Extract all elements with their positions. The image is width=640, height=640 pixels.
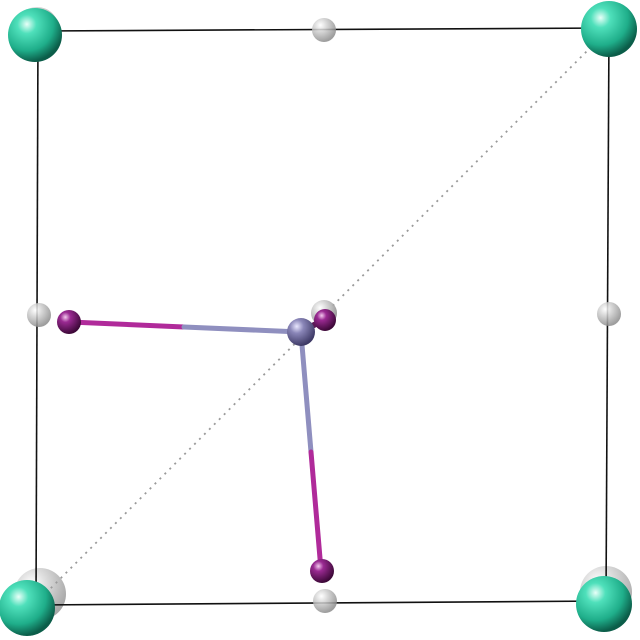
ligand-atom-bottom[interactable]: [310, 559, 334, 583]
ligand-atom-back[interactable]: [314, 309, 336, 331]
bond-left-center-inner: [181, 324, 303, 335]
corner-atom-top-right[interactable]: [581, 1, 637, 57]
ghost-atom-right-mid: [597, 302, 621, 326]
central-atom[interactable]: [287, 318, 315, 346]
ghost-atom-top-mid: [312, 18, 336, 42]
bond-down-center-inner: [298, 330, 314, 455]
ghost-atom-left-mid: [27, 303, 51, 327]
corner-atom-bottom-left[interactable]: [0, 580, 55, 636]
cell-diagonal: [35, 30, 608, 604]
ghost-atom-bottom-mid: [313, 589, 337, 613]
ligand-atom-left[interactable]: [57, 310, 81, 334]
corner-atom-top-left[interactable]: [8, 8, 62, 62]
bonds: [67, 318, 325, 573]
bond-down-ligand-outer: [308, 449, 324, 573]
bond-left-ligand-outer: [67, 319, 187, 330]
corner-atom-bottom-right[interactable]: [576, 576, 632, 632]
